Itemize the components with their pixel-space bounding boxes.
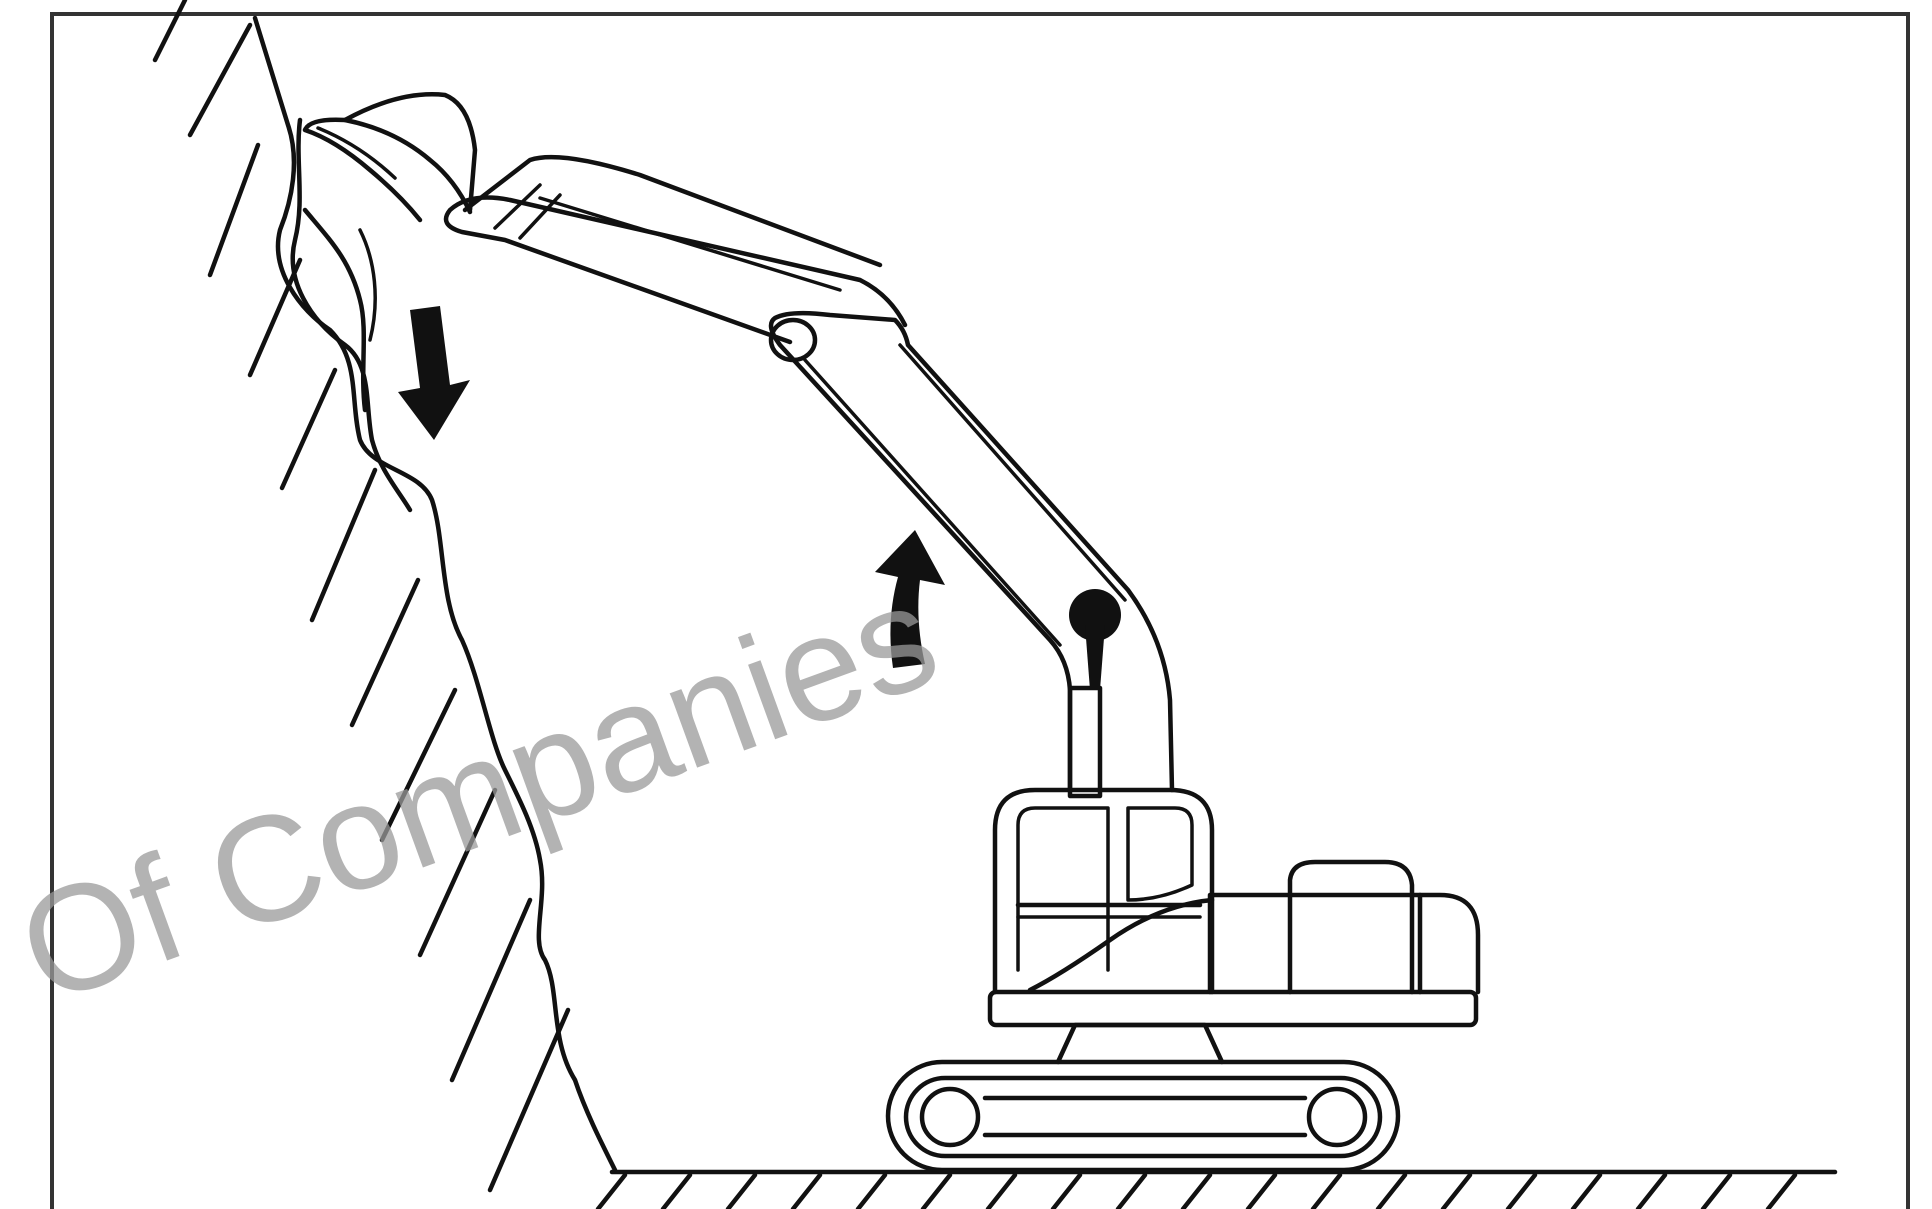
boom-cylinder-rod bbox=[1085, 625, 1105, 690]
swing-bearing bbox=[1058, 1025, 1222, 1062]
rock-face bbox=[155, 0, 615, 1190]
engine-hood bbox=[1290, 862, 1412, 992]
watermark-text: Of Companies bbox=[0, 549, 957, 1035]
deck-base bbox=[990, 992, 1476, 1025]
track-drive-sprocket bbox=[1309, 1089, 1365, 1145]
cab-side-window bbox=[1128, 808, 1192, 900]
hatch-line bbox=[1508, 1175, 1535, 1209]
hatch-line bbox=[858, 1175, 885, 1209]
hatch-line bbox=[1378, 1175, 1405, 1209]
bucket-inner-line bbox=[318, 128, 395, 178]
boom-inner-line-2 bbox=[900, 345, 1125, 600]
hatch-line bbox=[923, 1175, 950, 1209]
hatch-line bbox=[452, 900, 530, 1080]
arm-inner-line bbox=[540, 198, 840, 290]
hatch-line bbox=[210, 145, 258, 275]
hatch-line bbox=[1248, 1175, 1275, 1209]
cliff-outline-outer bbox=[255, 18, 615, 1170]
hatch-line bbox=[312, 470, 375, 620]
hatch-line bbox=[598, 1175, 625, 1209]
hatch-line bbox=[250, 260, 300, 375]
hatch-line bbox=[1118, 1175, 1145, 1209]
cab-front-window bbox=[1018, 808, 1108, 970]
boom-cylinder bbox=[1069, 589, 1121, 796]
hatch-line bbox=[155, 0, 185, 60]
hatch-line bbox=[663, 1175, 690, 1209]
hatch-line bbox=[282, 370, 335, 488]
hatch-line bbox=[1703, 1175, 1730, 1209]
bucket bbox=[305, 94, 475, 220]
boom-cylinder-body bbox=[1070, 688, 1100, 796]
ground-hatching bbox=[598, 1175, 1795, 1209]
hatch-line bbox=[1313, 1175, 1340, 1209]
hatch-line bbox=[1443, 1175, 1470, 1209]
cab-sweep-line bbox=[1030, 900, 1212, 990]
hatch-line bbox=[490, 1010, 568, 1190]
track-idler-wheel bbox=[922, 1089, 978, 1145]
hatch-line bbox=[352, 580, 418, 725]
cab bbox=[995, 790, 1212, 992]
hatch-line bbox=[1183, 1175, 1210, 1209]
hatch-line bbox=[1768, 1175, 1795, 1209]
rock-crack-1 bbox=[305, 210, 365, 410]
boom-lower-arrow bbox=[398, 306, 470, 440]
ground bbox=[598, 1172, 1835, 1209]
hatch-line bbox=[793, 1175, 820, 1209]
frame-border bbox=[52, 14, 1908, 1209]
hatch-line bbox=[1573, 1175, 1600, 1209]
upper-structure bbox=[990, 862, 1478, 1025]
hatch-line bbox=[1638, 1175, 1665, 1209]
track-assembly bbox=[888, 1025, 1398, 1170]
rear-body bbox=[1210, 895, 1478, 992]
hatch-line bbox=[190, 25, 250, 135]
hatch-line bbox=[728, 1175, 755, 1209]
hatch-line bbox=[988, 1175, 1015, 1209]
hatch-line bbox=[1053, 1175, 1080, 1209]
arm-outline bbox=[446, 198, 905, 342]
